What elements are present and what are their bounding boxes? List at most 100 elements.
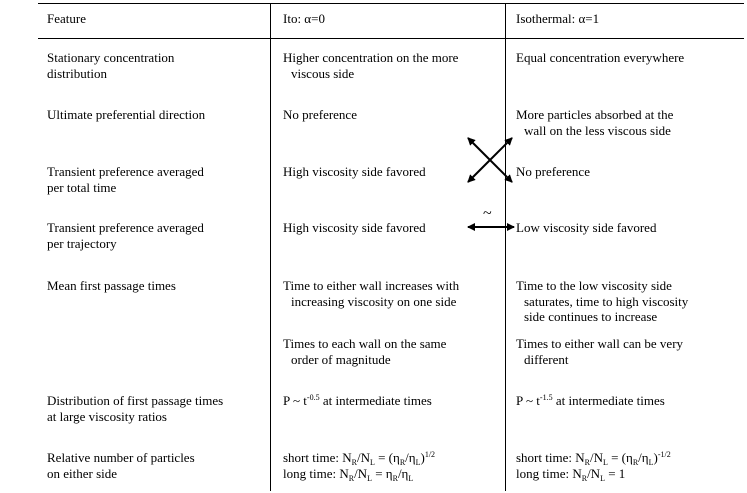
row-stationary-ito: Higher concentration on the more viscous… [283,50,458,81]
math-text: long time: N [283,465,349,481]
header-bottom-rule [38,38,744,39]
math-text: /N [356,450,370,465]
text-line: per total time [47,179,117,195]
math-exponent: 1/2 [424,450,436,459]
math-text: ) [653,450,658,465]
cross-arrow-down-right [489,159,513,183]
math-exponent: -1.5 [539,393,553,402]
math-text: /N [589,450,603,465]
text-line: saturates, time to high viscosity [524,293,689,309]
text-line: on either side [47,465,118,481]
text-line: Stationary concentration [47,50,175,65]
cross-arrow-up-left [467,137,491,161]
cross-arrow-down-left [467,159,491,183]
math-text: /η [638,450,649,465]
math-text: P ~ t [516,393,540,408]
math-subscript: R [348,473,355,483]
math-subscript: L [369,458,375,467]
text-line: Time to either wall increases with [283,278,460,293]
math-subscript: R [584,458,590,467]
row-mfpt-ito-2: Times to each wall on the same order of … [283,336,446,367]
math-text: = (η [374,450,400,465]
math-text: short time: N [283,450,352,465]
row-transient-trajectory-isothermal: Low viscosity side favored [516,220,657,235]
math-text: at intermediate times [552,393,665,408]
math-text: at intermediate times [319,393,432,408]
math-subscript: L [367,473,372,483]
text-line: increasing viscosity on one side [291,293,457,309]
tilde-mark: ~ [483,205,492,222]
row-transient-trajectory-feature: Transient preference averaged per trajec… [47,220,204,251]
math-text: short time: N [516,450,585,465]
row-ultimate-ito: No preference [283,107,357,122]
math-text: long time: N [516,465,582,481]
long-time-formula: long time: NR/NL = 1 [516,465,626,483]
text-line: side continues to increase [524,309,658,324]
math-subscript: R [392,473,398,483]
text-line: Relative number of particles [47,450,195,465]
row-distribution-isothermal: P ~ t-1.5 at intermediate times [516,393,665,409]
row-ultimate-isothermal: More particles absorbed at the wall on t… [516,107,673,138]
math-exponent: -1/2 [657,450,671,459]
column-divider-1 [270,3,271,491]
math-text: /η [397,465,409,481]
text-line: Times to either wall can be very [516,336,684,351]
math-text: /N [354,465,368,481]
text-line: Transient preference averaged [47,164,204,179]
short-time-formula: short time: NR/NL = (ηR/ηL)1/2 [283,450,436,467]
row-transient-total-feature: Transient preference averaged per total … [47,164,204,195]
math-text: /η [405,450,416,465]
row-distribution-ito: P ~ t-0.5 at intermediate times [283,393,432,409]
row-transient-total-isothermal: No preference [516,164,590,179]
text-line: order of magnitude [291,351,391,367]
row-transient-total-ito: High viscosity side favored [283,164,426,179]
math-subscript: R [351,458,357,467]
math-subscript: L [648,458,654,467]
row-mfpt-isothermal-2: Times to either wall can be very differe… [516,336,683,367]
math-subscript: L [415,458,421,467]
math-subscript: R [581,473,588,483]
math-text: /N [587,465,601,481]
text-line: Distribution of first passage times [47,393,224,408]
cross-arrow-up-right [489,137,513,161]
header-top-rule [38,3,744,4]
header-ito: Ito: α=0 [283,11,325,26]
math-text: = η [371,465,393,481]
math-exponent: -0.5 [306,393,320,402]
text-line: More particles absorbed at the [516,107,674,122]
math-subscript: L [602,458,608,467]
header-feature: Feature [47,11,86,26]
row-relative-ito: short time: NR/NL = (ηR/ηL)1/2 long time… [283,450,436,483]
row-stationary-isothermal: Equal concentration everywhere [516,50,685,65]
text-line: at large viscosity ratios [47,408,167,424]
math-text: ) [420,450,425,465]
row-mfpt-isothermal-1: Time to the low viscosity side saturates… [516,278,688,325]
text-line: Time to the low viscosity side [516,278,672,293]
text-line: per trajectory [47,235,117,251]
text-line: distribution [47,65,107,81]
math-subscript: L [408,473,414,483]
text-line: viscous side [291,65,355,81]
header-isothermal: Isothermal: α=1 [516,11,600,26]
short-time-formula: short time: NR/NL = (ηR/ηL)-1/2 [516,450,671,467]
row-mfpt-feature: Mean first passage times [47,278,176,293]
math-text: = 1 [604,465,626,481]
row-distribution-feature: Distribution of first passage times at l… [47,393,223,424]
math-text: P ~ t [283,393,307,408]
math-subscript: L [600,473,605,483]
text-line: different [524,351,569,367]
row-relative-feature: Relative number of particles on either s… [47,450,195,481]
text-line: Higher concentration on the more [283,50,459,65]
math-subscript: R [632,458,639,467]
math-subscript: R [399,458,406,467]
long-time-formula: long time: NR/NL = ηR/ηL [283,465,414,483]
math-text: = (η [607,450,633,465]
row-transient-trajectory-ito: High viscosity side favored [283,220,426,235]
row-stationary-feature: Stationary concentration distribution [47,50,174,81]
text-line: wall on the less viscous side [524,122,671,138]
text-line: Transient preference averaged [47,220,204,235]
column-divider-2 [505,3,506,491]
text-line: Times to each wall on the same [283,336,447,351]
row-relative-isothermal: short time: NR/NL = (ηR/ηL)-1/2 long tim… [516,450,671,483]
